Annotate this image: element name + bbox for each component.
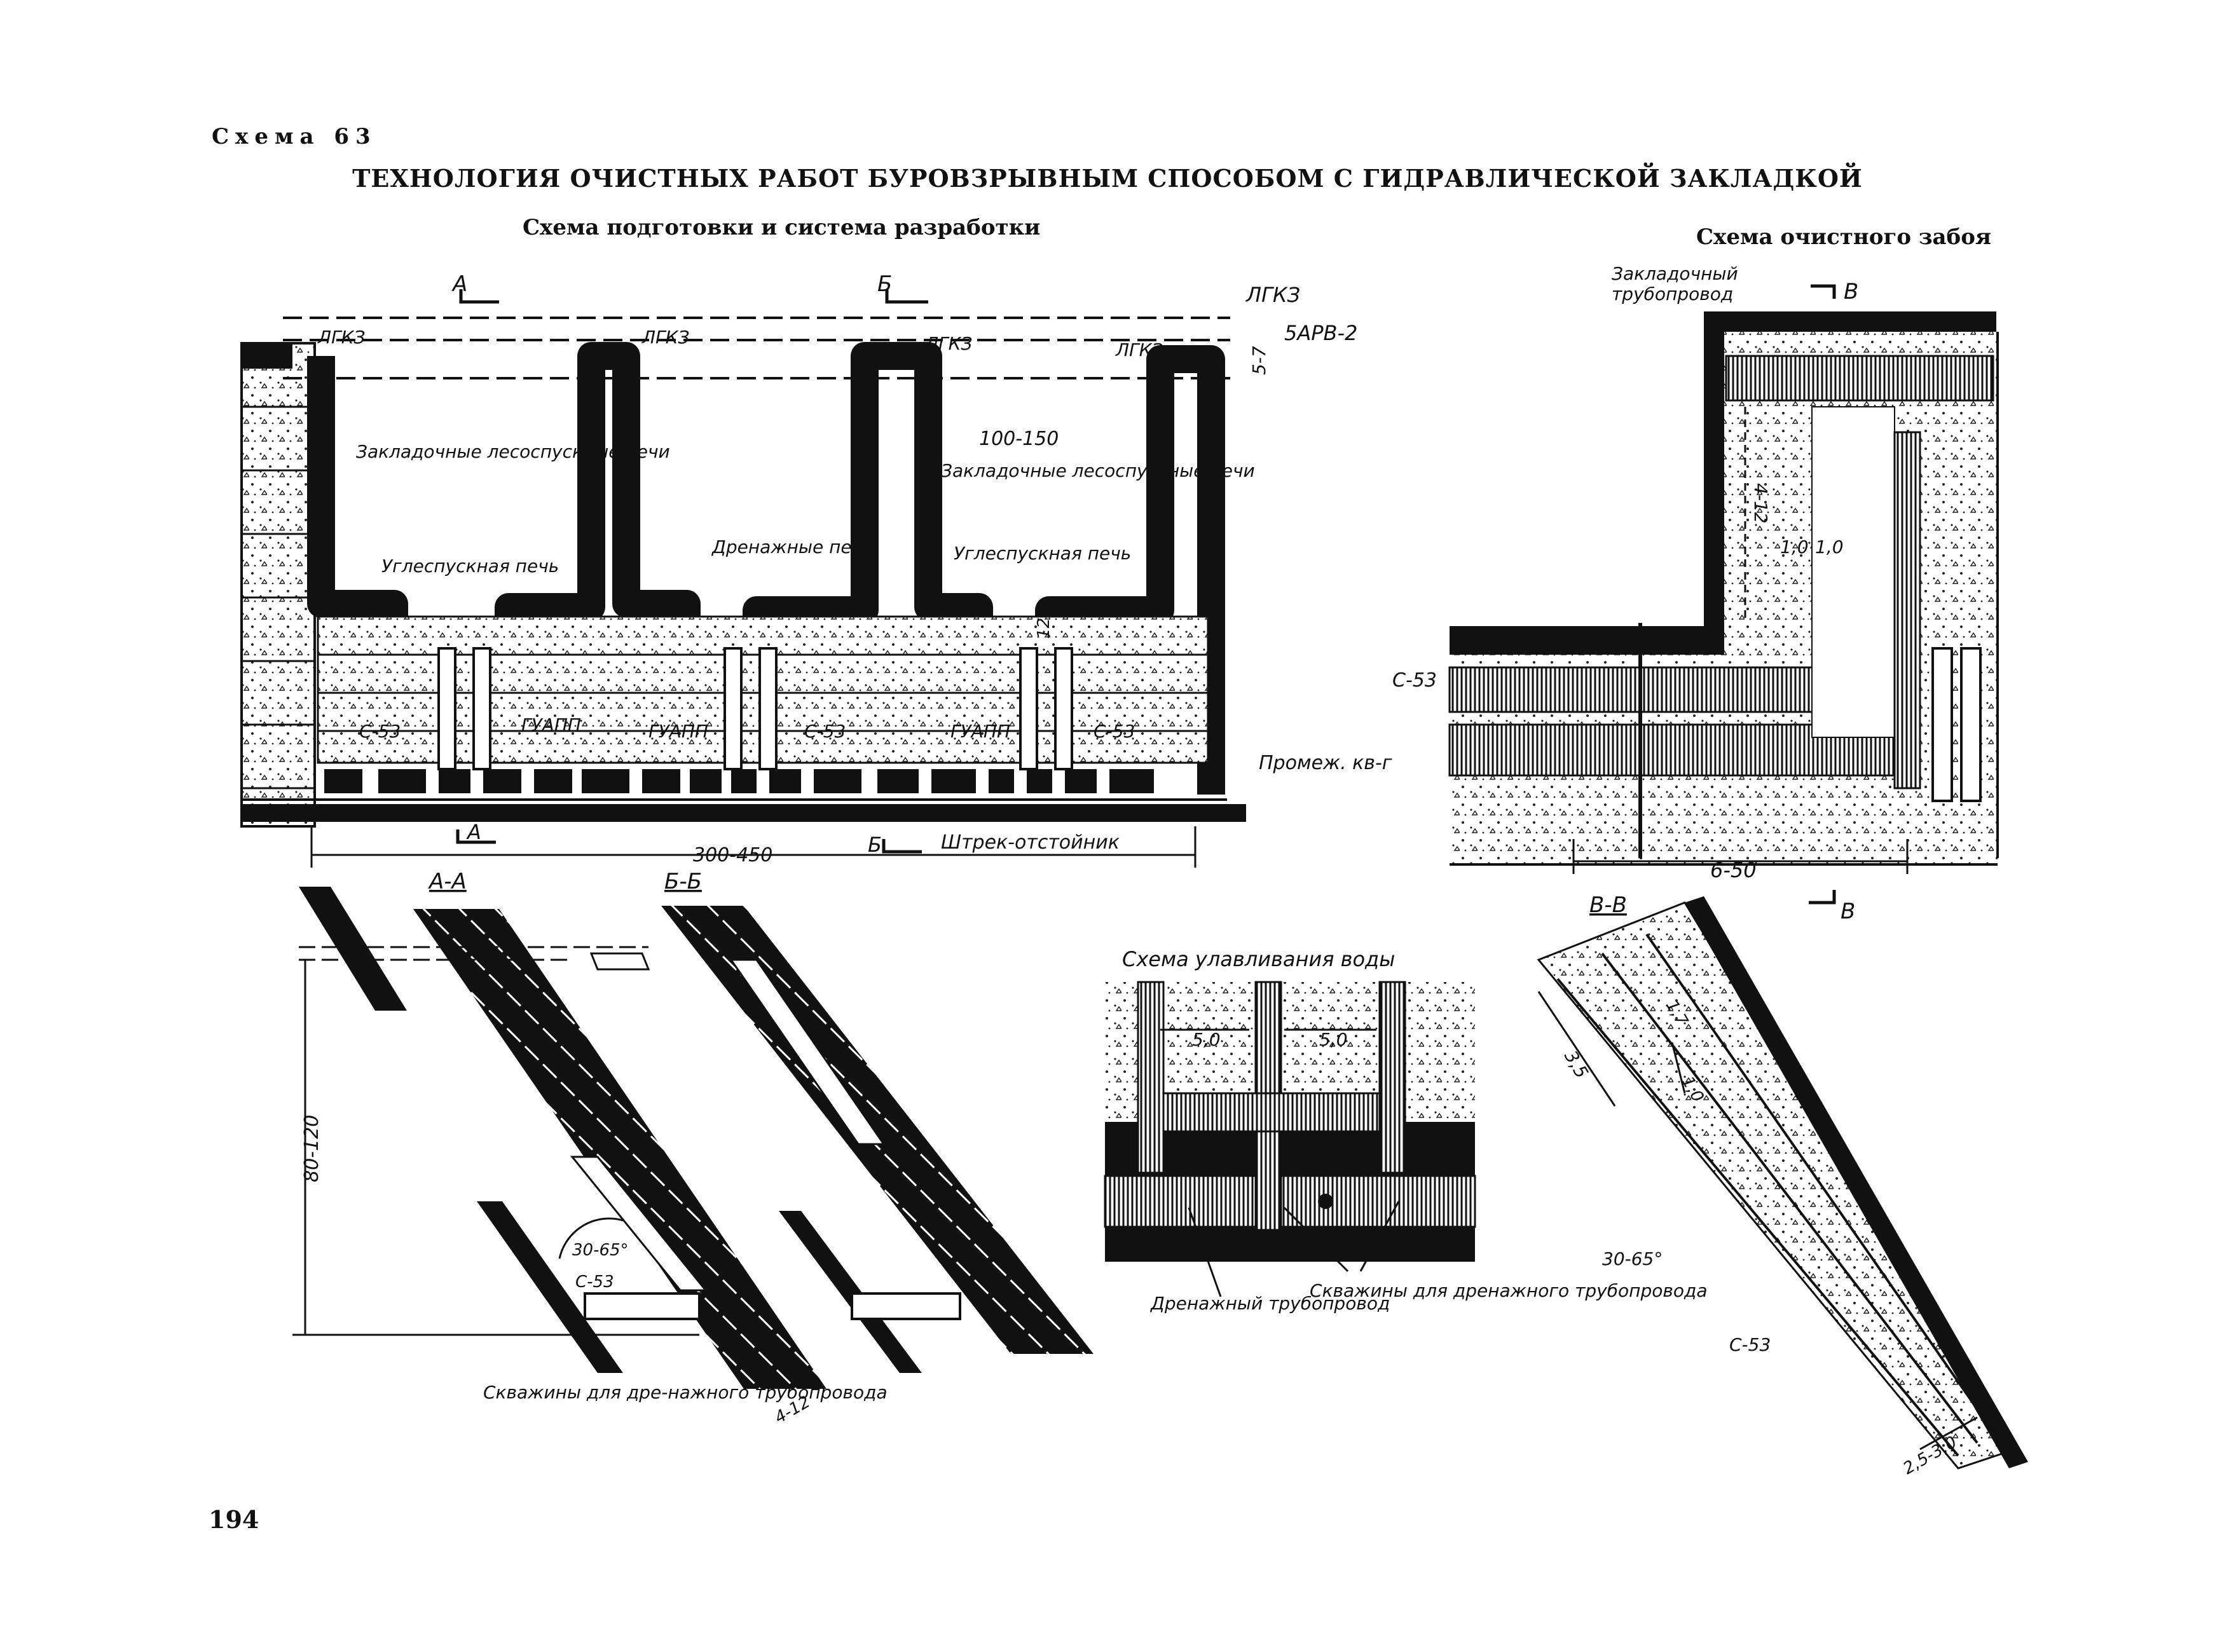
plan-guapp-3: ГУАПП	[950, 721, 1010, 742]
plan-labels: А Б ЛГКЗ 5АРВ-2 5-7 ЛГКЗ ЛГКЗ ЛГКЗ ЛГКЗ …	[317, 271, 1392, 866]
scheme-number: Схема 63	[212, 124, 377, 149]
plan-section-b-top: Б	[877, 271, 892, 297]
plan-dim-300-450: 300-450	[693, 844, 772, 866]
plan-dim-12: 12	[1034, 618, 1053, 639]
plan-intermediate: Промеж. кв-г	[1259, 752, 1392, 774]
plan-lgkz-1: ЛГКЗ	[317, 327, 366, 348]
plan-sump-drift: Штрек-отстойник	[941, 831, 1120, 854]
plan-coal-chute-right: Углеспускная печь	[954, 543, 1131, 564]
vv-c53: С-53	[1729, 1334, 1771, 1355]
face-dim-1-0-b: 1,0	[1815, 536, 1844, 557]
water-wells: Скважины для дренажного трубопровода	[1310, 1280, 1708, 1301]
sections-dim-80-120: 80-120	[301, 1115, 323, 1182]
water-dim-5-0-right: 5,0	[1319, 1029, 1348, 1050]
section-bb-title: Б-Б	[664, 869, 702, 894]
plan-section-a-top: А	[451, 271, 467, 297]
face-scheme	[1448, 284, 1999, 905]
plan-fill-chutes-right: Закладочные лесоспускные печи	[941, 460, 1255, 481]
vv-angle: 30-65°	[1602, 1248, 1663, 1269]
plan-c53-3: С-53	[1094, 721, 1135, 742]
plan-c53-1: С-53	[359, 721, 401, 742]
face-dim-1-0-a: 1,0	[1780, 536, 1809, 557]
vv-title: В-В	[1589, 892, 1627, 918]
face-dim-4-12: 4-12	[1750, 483, 1771, 524]
plan-lgkz-top: ЛГКЗ	[1245, 283, 1300, 307]
plan-section-b-bottom: Б	[868, 833, 882, 857]
water-dim-5-0-left: 5,0	[1192, 1029, 1221, 1050]
sections-c53: С-53	[575, 1273, 614, 1292]
main-title: ТЕХНОЛОГИЯ ОЧИСТНЫХ РАБОТ БУРОВЗРЫВНЫМ С…	[352, 164, 1863, 193]
plan-lgkz-4: ЛГКЗ	[1115, 339, 1163, 360]
plan-view	[240, 289, 1246, 868]
section-vv	[1537, 896, 2028, 1470]
vv-dim-3-5: 3,5	[1560, 1047, 1593, 1082]
face-dim-6-50: 6-50	[1710, 858, 1757, 882]
plan-guapp-1: ГУАПП	[521, 714, 581, 735]
face-fill-pipeline: трубопровод	[1612, 283, 1733, 304]
subtitle-face-scheme: Схема очистного забоя	[1696, 224, 1992, 250]
water-labels: Схема улавливания воды 5,0 5,0 Дренажный…	[1122, 947, 1708, 1314]
page-number: 194	[209, 1505, 259, 1534]
plan-section-a-bottom: А	[466, 820, 481, 844]
face-section-v-bottom: В	[1841, 899, 1855, 924]
plan-lgkz-2: ЛГКЗ	[641, 327, 690, 348]
plan-guapp-2: ГУАПП	[648, 721, 708, 742]
plan-fill-chutes-left: Закладочные лесоспускные печи	[356, 441, 670, 462]
plan-arv-label: 5АРВ-2	[1284, 321, 1357, 345]
plan-drain-chutes: Дренажные печи	[711, 536, 874, 557]
sections-wells: Скважины для дре-нажного трубопровода	[483, 1382, 888, 1403]
water-drain-pipeline: Дренажный трубопровод	[1149, 1293, 1390, 1314]
sections-aa-bb	[292, 887, 1094, 1389]
water-scheme	[1104, 981, 1476, 1297]
sections-angle: 30-65°	[572, 1241, 629, 1260]
plan-dim-5-7: 5-7	[1249, 346, 1270, 375]
face-section-v-top: В	[1844, 279, 1858, 304]
plan-c53-2: С-53	[804, 721, 846, 742]
face-c53: С-53	[1392, 669, 1437, 692]
plan-dim-100-150: 100-150	[979, 428, 1059, 450]
water-title: Схема улавливания воды	[1122, 947, 1395, 971]
face-labels: Закладочный трубопровод В 4-12 1,0 1,0 С…	[1392, 263, 1858, 924]
sections-labels: А-А Б-Б 80-120 30-65° С-53 Скважины для …	[301, 869, 888, 1428]
section-aa-title: А-А	[428, 869, 467, 894]
plan-lgkz-3: ЛГКЗ	[924, 333, 973, 354]
subtitle-preparation-scheme: Схема подготовки и система разработки	[523, 215, 1041, 240]
face-fill-pipeline-line1: Закладочный	[1612, 263, 1738, 284]
plan-coal-chute-left: Углеспускная печь	[381, 556, 559, 577]
